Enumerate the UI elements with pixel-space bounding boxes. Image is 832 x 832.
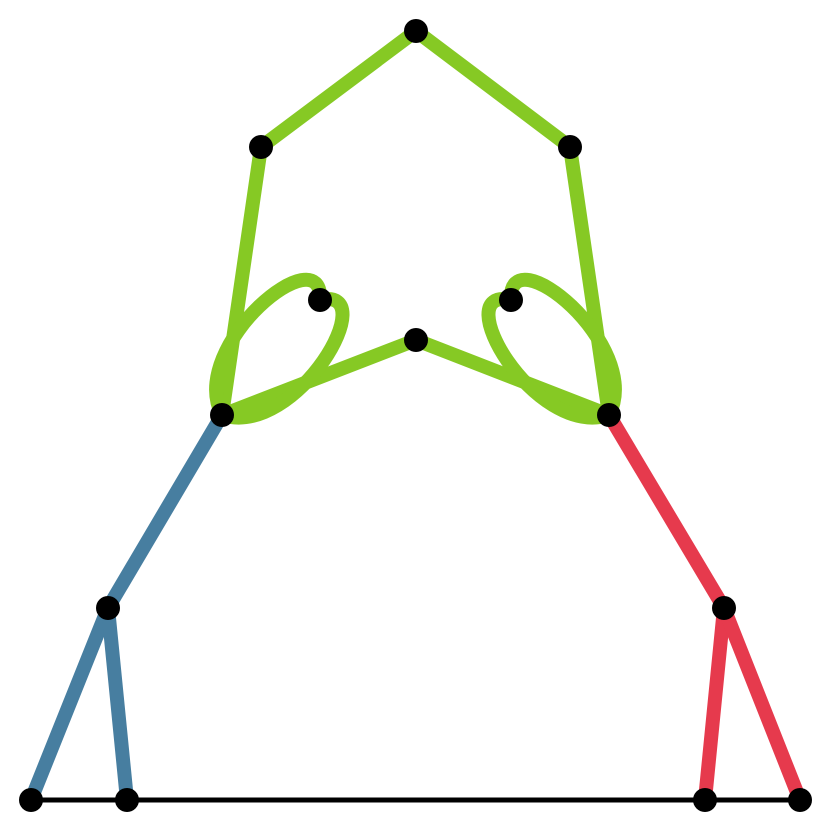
edge-upper-left-to-mid-left — [215, 140, 268, 422]
nodes-layer — [19, 19, 812, 812]
node-base-4 — [788, 788, 812, 812]
edge-apex-to-upper-right — [409, 24, 577, 154]
node-base-2 — [115, 788, 139, 812]
node-lower-left — [96, 596, 120, 620]
node-base-1 — [19, 788, 43, 812]
edge-lower-right-to-base-4 — [717, 601, 807, 807]
node-upper-left — [249, 135, 273, 159]
edge-mid-right-to-lower-right — [602, 408, 731, 615]
edge-lower-left-to-base-2 — [101, 601, 134, 807]
node-center — [404, 328, 428, 352]
node-mid-left — [210, 403, 234, 427]
edge-lower-right-to-base-3 — [698, 601, 731, 807]
node-base-3 — [693, 788, 717, 812]
node-lower-right — [712, 596, 736, 620]
edge-mid-left-to-lower-left — [101, 408, 229, 615]
edge-apex-to-upper-left — [254, 24, 423, 154]
edges-layer — [24, 24, 807, 807]
node-loop-right — [499, 288, 523, 312]
edge-upper-right-to-mid-right — [563, 140, 616, 422]
edge-lower-left-to-base-1 — [24, 601, 115, 807]
node-loop-left — [308, 288, 332, 312]
node-apex — [404, 19, 428, 43]
node-upper-right — [558, 135, 582, 159]
node-mid-right — [597, 403, 621, 427]
